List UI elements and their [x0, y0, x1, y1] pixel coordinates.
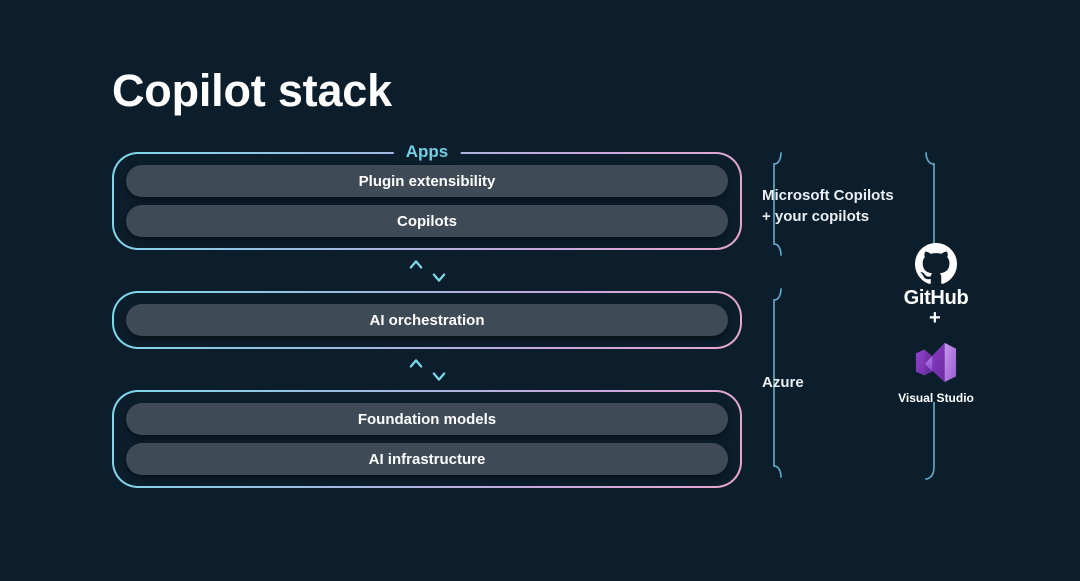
stack-group-foundation-inner: Foundation models AI infrastructure: [114, 392, 740, 486]
arrow-down-icon: [432, 258, 446, 284]
outer-bracket-top: [924, 152, 942, 247]
annotation-line-2: + your copilots: [762, 208, 870, 225]
connector-orchestration-foundation: [112, 349, 742, 390]
stack-group-orchestration: AI orchestration: [112, 291, 742, 349]
stack-group-orchestration-inner: AI orchestration: [114, 293, 740, 347]
brace-azure: [765, 288, 783, 478]
stack-group-apps-inner: Plugin extensibility Copilots: [114, 154, 740, 248]
visual-studio-icon: [913, 342, 959, 387]
page-title: Copilot stack: [112, 65, 392, 116]
visual-studio-logo[interactable]: Visual Studio: [888, 341, 984, 405]
stack-group-foundation: Foundation models AI infrastructure: [112, 390, 742, 488]
arrow-up-icon: [409, 357, 423, 383]
plus-separator: +: [929, 307, 941, 329]
annotation-line-1: Azure: [762, 374, 804, 391]
stack-group-apps: Apps Plugin extensibility Copilots: [112, 141, 742, 250]
stack-row-foundation-models[interactable]: Foundation models: [126, 403, 728, 435]
stack-row-copilots[interactable]: Copilots: [126, 205, 728, 237]
stack-row-ai-infrastructure[interactable]: AI infrastructure: [126, 443, 728, 475]
connector-apps-orchestration: [112, 250, 742, 291]
copilot-stack: Apps Plugin extensibility Copilots: [112, 141, 742, 488]
arrow-down-icon: [432, 357, 446, 383]
annotation-microsoft-copilots: Microsoft Copilots + your copilots: [762, 185, 894, 227]
annotation-azure: Azure: [762, 372, 804, 393]
github-wordmark: GitHub: [903, 287, 969, 309]
brace-microsoft-copilots: [765, 152, 783, 256]
group-label-apps: Apps: [393, 141, 461, 162]
arrow-up-icon: [409, 258, 423, 284]
visual-studio-wordmark: Visual Studio: [898, 391, 974, 405]
outer-bracket-bottom: [924, 402, 942, 480]
github-logo[interactable]: GitHub: [888, 243, 984, 310]
github-octocat-icon: [915, 243, 957, 289]
annotation-line-1: Microsoft Copilots: [762, 187, 894, 204]
stack-row-ai-orchestration[interactable]: AI orchestration: [126, 304, 728, 336]
stack-row-plugin-extensibility[interactable]: Plugin extensibility: [126, 165, 728, 197]
